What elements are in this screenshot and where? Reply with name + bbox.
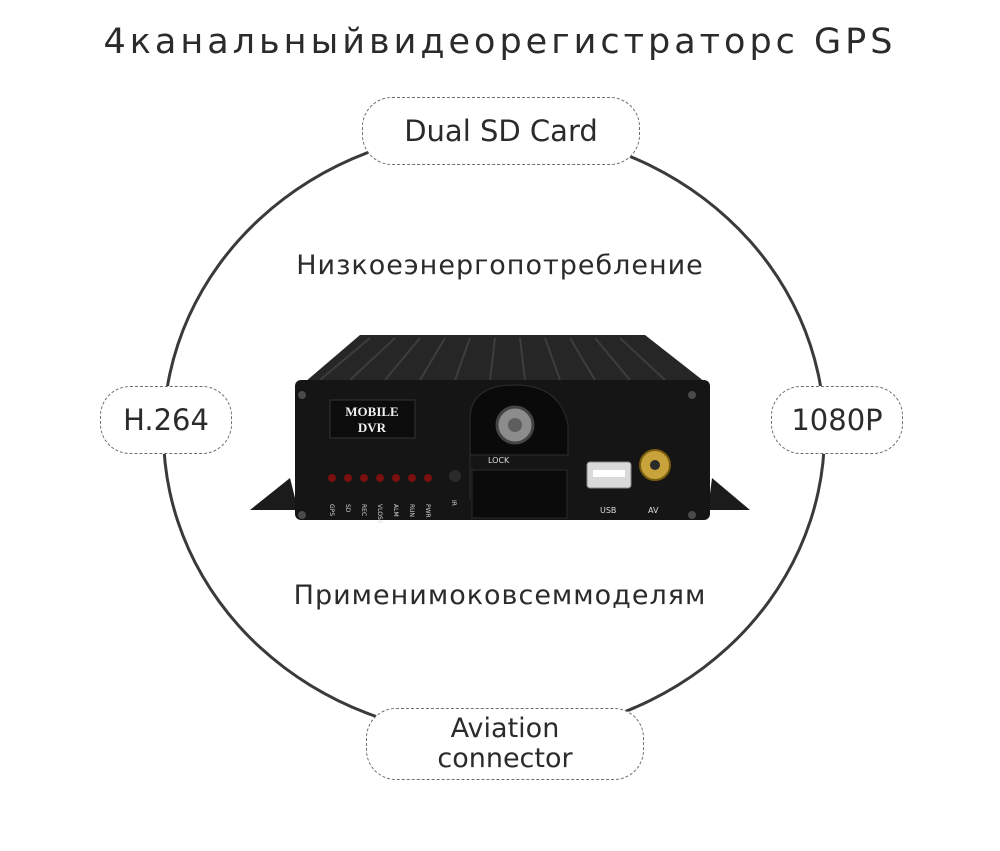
badge-label: 1080P — [791, 403, 883, 437]
badge-label: Dual SD Card — [404, 114, 598, 148]
status-leds — [328, 470, 461, 482]
device-top — [305, 335, 705, 382]
led-label: RUN — [408, 504, 415, 517]
led-gps — [328, 474, 336, 482]
screw-icon — [688, 511, 696, 519]
badge-label: H.264 — [123, 403, 209, 437]
led-label: VLOSS — [376, 504, 383, 524]
feature-low-power: Низкоеэнергопотребление — [296, 250, 704, 281]
badge-aviation-connector: Aviation connector — [366, 708, 644, 780]
led-sd — [344, 474, 352, 482]
led-label: PWR — [424, 504, 431, 518]
sd-card-door — [471, 469, 568, 519]
device-label-plate — [329, 399, 416, 439]
av-label: AV — [648, 506, 659, 515]
right-flange — [708, 478, 750, 510]
led-label: SD — [344, 504, 351, 513]
led-vloss — [376, 474, 384, 482]
device-label-line1: MOBILE — [345, 404, 398, 419]
device-label-line2: DVR — [358, 420, 387, 435]
screw-icon — [298, 391, 306, 399]
ir-sensor — [449, 470, 461, 482]
dvr-device-image: MOBILE DVR LOCK GPS SD REC VLOSS ALM RUN… — [250, 335, 750, 524]
led-labels: GPS SD REC VLOSS ALM RUN PWR IR — [328, 500, 457, 524]
heat-fins — [319, 337, 666, 381]
page-title: 4канальныйвидеорегистраторс GPS — [103, 22, 897, 62]
badge-label-line2: connector — [437, 743, 573, 774]
led-label: REC — [360, 504, 367, 516]
usb-label: USB — [600, 506, 616, 515]
badge-h264: H.264 — [100, 386, 232, 454]
left-flange — [250, 478, 298, 510]
feature-compatibility: Применимоковсеммоделям — [293, 580, 707, 611]
led-label: ALM — [392, 504, 399, 517]
badge-dual-sd-card: Dual SD Card — [362, 97, 640, 165]
screw-icon — [298, 511, 306, 519]
led-rec — [360, 474, 368, 482]
key-lock-core — [508, 418, 522, 432]
screw-icon — [688, 391, 696, 399]
ir-label: IR — [450, 500, 457, 506]
badge-label-line1: Aviation — [450, 713, 560, 744]
led-label: GPS — [328, 504, 335, 516]
badge-1080p: 1080P — [771, 386, 903, 454]
led-run — [408, 474, 416, 482]
led-alm — [392, 474, 400, 482]
lock-label: LOCK — [488, 456, 510, 465]
led-pwr — [424, 474, 432, 482]
